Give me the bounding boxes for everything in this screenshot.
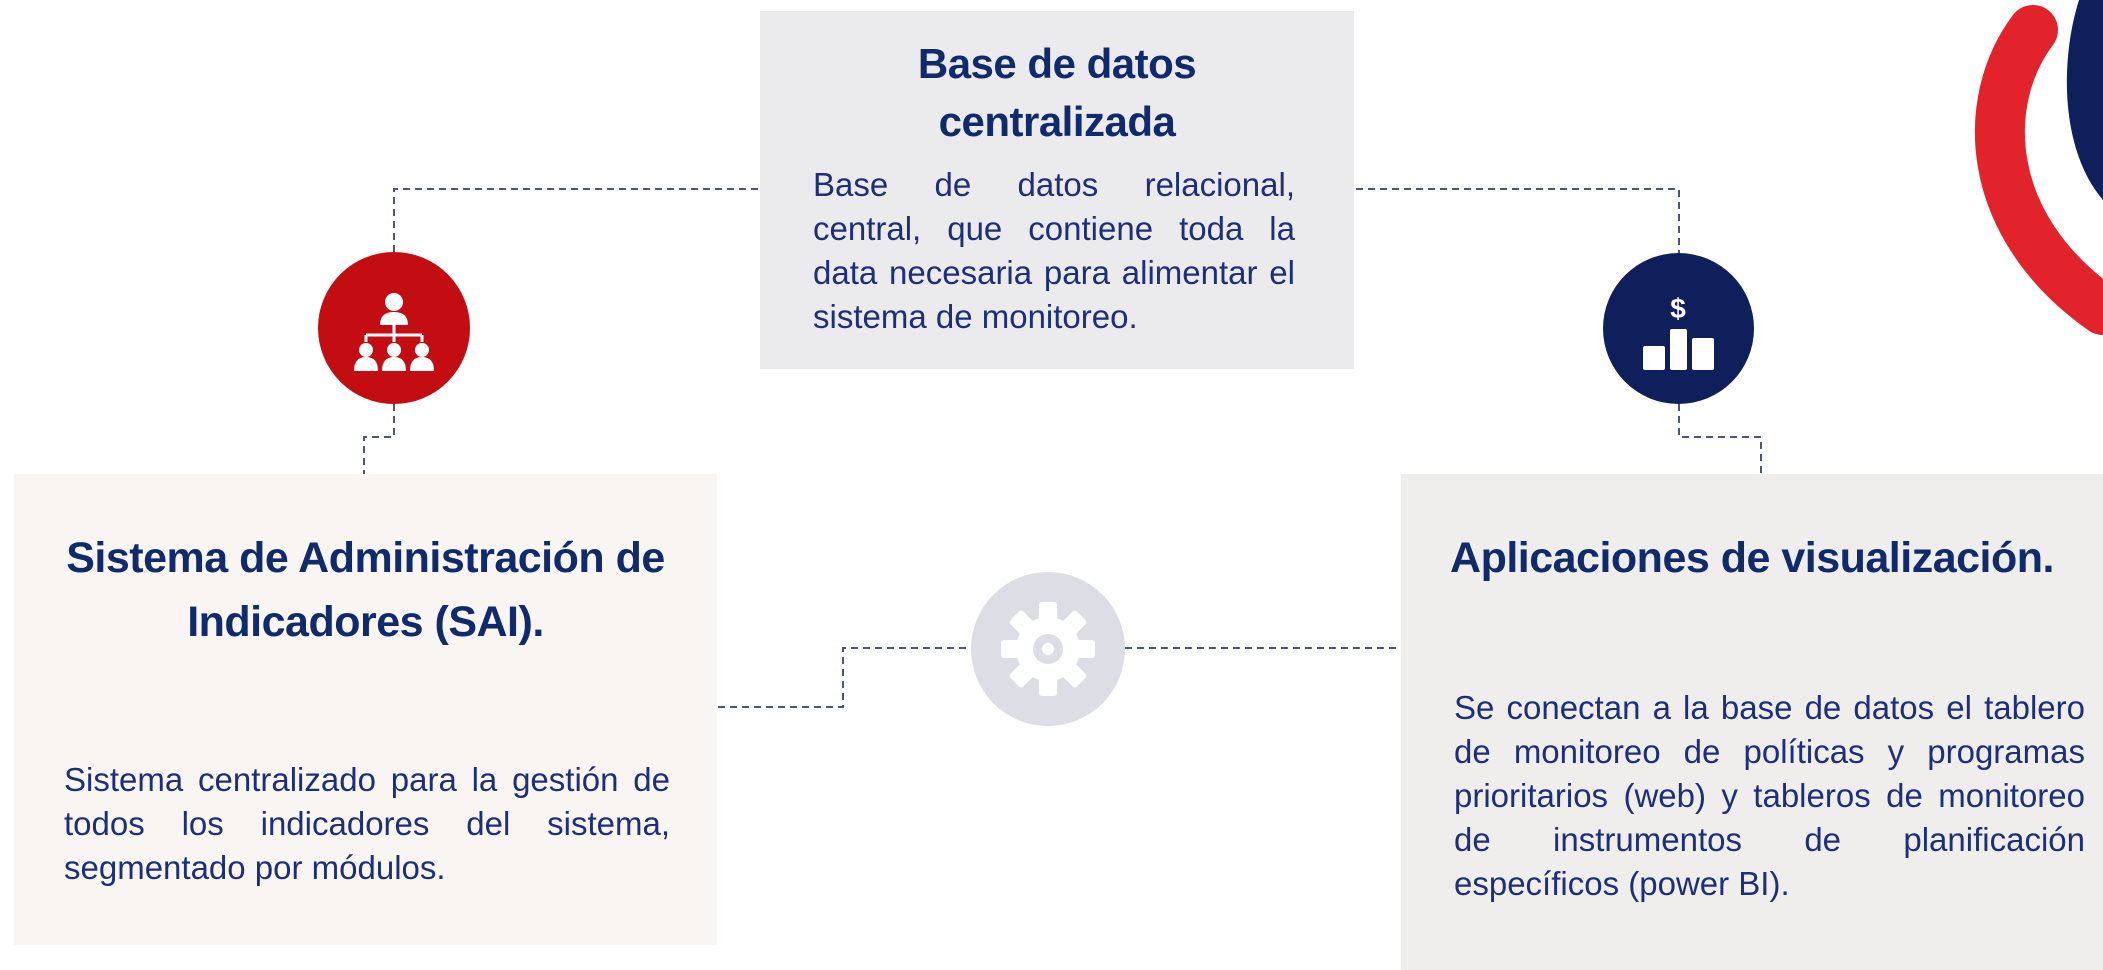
visualization-apps-title: Aplicaciones de visualización. xyxy=(1450,534,2054,582)
connector-top-to-finance xyxy=(1356,188,1680,253)
decorative-red-arc xyxy=(1975,5,2103,335)
visualization-apps-description: Se conectan a la base de datos el tabler… xyxy=(1454,689,2085,902)
decorative-arcs xyxy=(1975,0,2103,335)
indicator-admin-system-title: Sistema de Administración de Indicadores… xyxy=(14,526,717,654)
indicator-admin-system-description: Sistema centralizado para la gestión de … xyxy=(64,761,670,886)
indicator-admin-system-card: Sistema de Administración de Indicadores… xyxy=(14,474,717,945)
svg-text:$: $ xyxy=(1670,293,1686,324)
title-line: Sistema de Administración de xyxy=(66,534,665,582)
title-line: Indicadores (SAI). xyxy=(187,598,544,646)
connector-finance-to-right xyxy=(1678,404,1762,474)
connector-hierarchy-to-left xyxy=(363,404,395,474)
title-line: centralizada xyxy=(938,98,1176,145)
connector-left-to-gear xyxy=(718,647,971,708)
visualization-apps-card: Aplicaciones de visualización. Se conect… xyxy=(1401,474,2103,970)
centralized-database-card: Base de datos centralizada Base de datos… xyxy=(760,11,1354,369)
dollar-podium-icon: $ xyxy=(1603,253,1754,404)
gear-icon xyxy=(971,572,1125,726)
title-line: Base de datos xyxy=(917,40,1197,87)
connector-top-to-hierarchy xyxy=(393,188,758,252)
centralized-database-description: Base de datos relacional, central, que c… xyxy=(813,166,1295,335)
decorative-navy-shape xyxy=(2066,0,2103,200)
hierarchy-people-icon xyxy=(318,252,470,404)
centralized-database-title: Base de datos centralizada xyxy=(760,35,1354,151)
